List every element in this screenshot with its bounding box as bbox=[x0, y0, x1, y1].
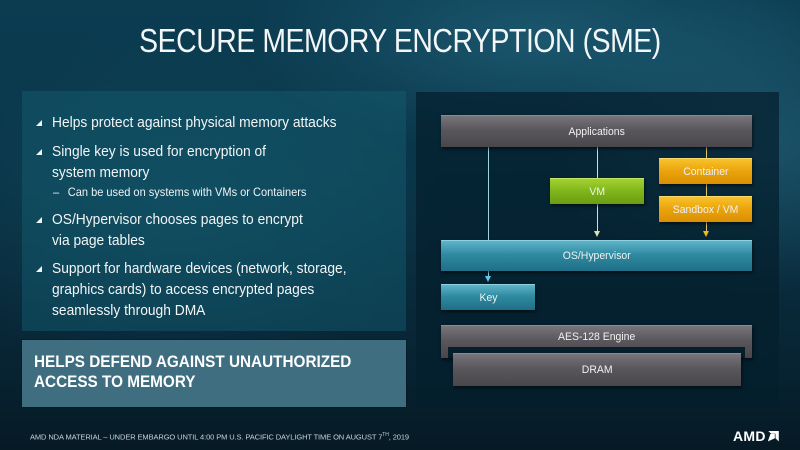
arrow-down-icon bbox=[594, 231, 600, 237]
os-hypervisor-label: OS/Hypervisor bbox=[562, 250, 631, 262]
key-label: Key bbox=[478, 291, 498, 304]
amd-arrow-icon bbox=[768, 431, 779, 442]
dram-label: DRAM bbox=[581, 364, 613, 376]
dash-bullet-icon: – bbox=[53, 185, 60, 199]
embargo-text: AMD NDA MATERIAL – UNDER EMBARGO UNTIL 4… bbox=[30, 432, 383, 442]
amd-logo: AMD bbox=[733, 428, 779, 444]
applications-box: Applications bbox=[441, 115, 752, 147]
container-label: Container bbox=[682, 165, 729, 178]
embargo-year: , 2019 bbox=[388, 432, 410, 442]
key-box: Key bbox=[441, 284, 535, 310]
dram-box: DRAM bbox=[453, 353, 741, 386]
bullet-text: OS/Hypervisor chooses pages to encrypt v… bbox=[52, 211, 303, 249]
triangle-bullet-icon bbox=[36, 217, 42, 223]
sub-bullet-text: Can be used on systems with VMs or Conta… bbox=[67, 185, 307, 199]
callout-banner: HELPS DEFEND AGAINST UNAUTHORIZED ACCESS… bbox=[22, 340, 406, 407]
aes-engine-notch bbox=[448, 347, 745, 358]
triangle-bullet-icon bbox=[36, 266, 42, 272]
bullet-panel: Helps protect against physical memory at… bbox=[22, 91, 406, 331]
vm-label: VM bbox=[589, 185, 605, 198]
vm-box: VM bbox=[550, 178, 644, 204]
bullet-text: Helps protect against physical memory at… bbox=[52, 114, 337, 131]
sandbox-vm-label: Sandbox / VM bbox=[672, 203, 739, 216]
sub-bullet-item: – Can be used on systems with VMs or Con… bbox=[53, 184, 306, 200]
applications-label: Applications bbox=[568, 125, 625, 138]
arrow-down-icon bbox=[703, 231, 709, 237]
amd-logo-text: AMD bbox=[733, 428, 766, 444]
aes-engine-label: AES-128 Engine bbox=[557, 331, 636, 343]
container-box: Container bbox=[659, 158, 752, 184]
triangle-bullet-icon bbox=[36, 149, 42, 155]
connector-line-apps-to-os-via-container bbox=[706, 147, 707, 234]
connector-line-apps-to-key bbox=[488, 147, 489, 280]
bullet-text: Single key is used for encryption of sys… bbox=[52, 143, 267, 181]
bullet-text: Support for hardware devices (network, s… bbox=[52, 260, 347, 319]
os-hypervisor-box: OS/Hypervisor bbox=[441, 240, 752, 271]
arrow-down-icon bbox=[485, 276, 491, 282]
embargo-notice: AMD NDA MATERIAL – UNDER EMBARGO UNTIL 4… bbox=[30, 432, 409, 442]
sandbox-vm-box: Sandbox / VM bbox=[659, 196, 752, 222]
triangle-bullet-icon bbox=[36, 120, 42, 126]
callout-text: HELPS DEFEND AGAINST UNAUTHORIZED ACCESS… bbox=[34, 352, 352, 391]
embargo-sup: TH bbox=[382, 432, 389, 438]
slide-title: SECURE MEMORY ENCRYPTION (SME) bbox=[139, 22, 661, 59]
